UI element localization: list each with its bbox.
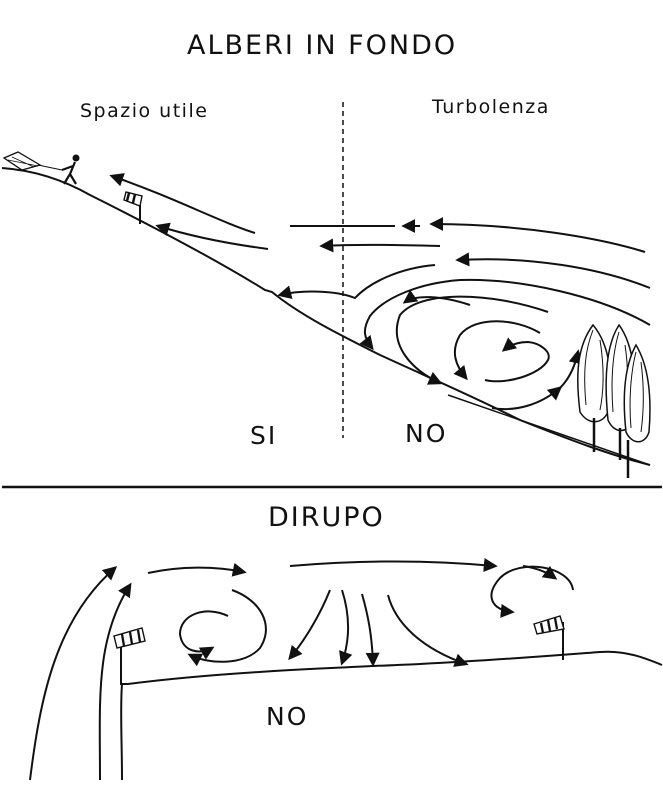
wind-arrow-icon xyxy=(29,566,118,781)
bottom-panel-title: DIRUPO xyxy=(268,502,385,533)
wind-arrow-icon xyxy=(359,278,651,351)
wind-arrow-icon xyxy=(429,217,646,253)
wind-arrow-icon xyxy=(361,593,380,667)
hill-slope xyxy=(1,167,651,466)
wind-arrow-icon xyxy=(178,610,229,660)
wind-arrow-icon xyxy=(387,594,469,667)
top-left-label: Spazio utile xyxy=(80,100,209,122)
windsock-icon xyxy=(113,627,146,685)
paraglider-pilot-icon xyxy=(2,151,80,185)
wind-arrow-icon xyxy=(109,173,256,234)
top-panel xyxy=(1,102,651,478)
bottom-panel xyxy=(29,558,663,781)
ground-far xyxy=(447,394,651,466)
verdict-right: NO xyxy=(405,419,448,448)
wind-arrow-icon xyxy=(395,295,549,385)
windsock-icon xyxy=(123,191,143,224)
wind-arrow-icon xyxy=(155,222,269,250)
top-panel-title: ALBERI IN FONDO xyxy=(187,30,458,61)
cypress-tree-icon xyxy=(577,323,651,478)
wind-arrow-icon xyxy=(339,589,353,666)
wind-arrow-icon xyxy=(288,589,331,661)
wind-arrow-icon xyxy=(319,238,441,253)
wind-streamlines-top xyxy=(109,173,651,411)
wind-arrow-icon xyxy=(98,582,132,781)
top-right-label: Turbolenza xyxy=(432,96,550,118)
cliff-edge xyxy=(120,650,663,781)
wind-arrow-icon xyxy=(147,562,247,577)
wind-arrow-icon xyxy=(453,320,541,381)
verdict-left: SI xyxy=(250,421,278,450)
wind-arrow-icon xyxy=(289,558,498,572)
wind-arrow-icon xyxy=(490,565,574,618)
wind-arrow-icon xyxy=(455,252,651,289)
windsock-icon xyxy=(533,615,565,660)
bottom-verdict: NO xyxy=(266,702,309,731)
wind-arrow-icon xyxy=(277,264,436,300)
wind-streamlines-bottom xyxy=(29,558,574,781)
wind-arrow-icon xyxy=(187,589,267,667)
wind-arrow-icon xyxy=(491,386,563,411)
wind-arrow-icon xyxy=(402,289,471,306)
wind-arrow-icon xyxy=(559,349,583,389)
wind-arrow-icon xyxy=(484,337,550,383)
